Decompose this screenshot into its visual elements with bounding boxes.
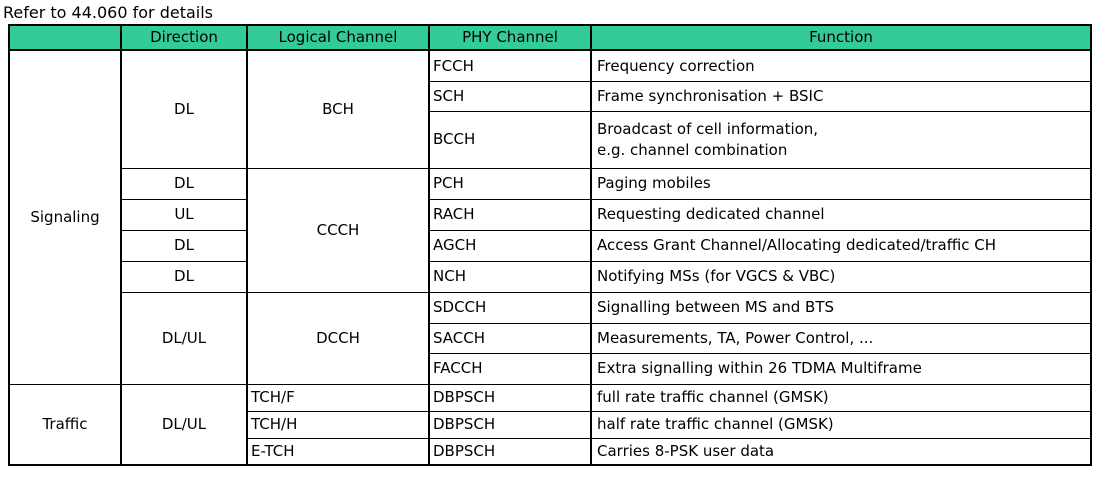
logical-channel-cell: CCCH: [246, 167, 430, 293]
function-cell: Requesting dedicated channel: [590, 198, 1092, 231]
function-cell: Notifying MSs (for VGCS & VBC): [590, 260, 1092, 293]
phy-channel-cell: DBPSCH: [428, 410, 592, 439]
direction-cell: DL/UL: [120, 291, 248, 385]
table-row: DL/UL DCCH SDCCH Signalling between MS a…: [9, 291, 1092, 385]
function-cell: Measurements, TA, Power Control, ...: [590, 322, 1092, 354]
direction-cell: DL/UL: [120, 383, 248, 466]
phy-channel-cell: NCH: [428, 260, 592, 293]
logical-channel-cell: TCH/F: [246, 383, 430, 412]
table-row: Signaling DL BCH FCCH Frequency correcti…: [8, 49, 1092, 385]
phy-channel-cell: FCCH: [428, 49, 592, 82]
phy-channel-cell: PCH: [428, 167, 592, 200]
phy-channel-cell: SDCCH: [428, 291, 592, 324]
function-cell: half rate traffic channel (GMSK): [590, 410, 1092, 439]
table-row: DL CCCH PCH Paging mobiles: [9, 167, 1092, 293]
function-cell: Access Grant Channel/Allocating dedicate…: [590, 229, 1092, 262]
channel-table: Direction Logical Channel PHY Channel Fu…: [8, 24, 1092, 466]
note-text: Refer to 44.060 for details: [3, 3, 213, 22]
phy-channel-cell: DBPSCH: [428, 383, 592, 412]
table-row: FACCH Extra signalling within 26 TDMA Mu…: [9, 352, 1092, 385]
direction-cell: DL: [120, 260, 248, 293]
direction-cell: DL: [120, 49, 248, 169]
table-row: E-TCH DBPSCH Carries 8-PSK user data: [9, 437, 1092, 466]
logical-channel-cell: DCCH: [246, 291, 430, 385]
direction-cell: UL: [120, 198, 248, 231]
phy-channel-cell: BCCH: [428, 110, 592, 169]
function-cell: Signalling between MS and BTS: [590, 291, 1092, 324]
direction-cell: DL: [120, 167, 248, 200]
category-cell-signaling: Signaling: [8, 49, 122, 385]
logical-channel-cell: E-TCH: [246, 437, 430, 466]
function-cell: Frame synchronisation + BSIC: [590, 80, 1092, 112]
function-cell: Paging mobiles: [590, 167, 1092, 200]
table-row: BCCH Broadcast of cell information, e.g.…: [9, 110, 1092, 169]
phy-channel-cell: RACH: [428, 198, 592, 231]
table-row: SCH Frame synchronisation + BSIC: [9, 80, 1092, 112]
phy-channel-cell: DBPSCH: [428, 437, 592, 466]
function-cell: Carries 8-PSK user data: [590, 437, 1092, 466]
table-row: DL AGCH Access Grant Channel/Allocating …: [9, 229, 1092, 262]
header-category: [8, 24, 122, 51]
table-row: TCH/H DBPSCH half rate traffic channel (…: [9, 410, 1092, 439]
table-row: UL RACH Requesting dedicated channel: [9, 198, 1092, 231]
function-cell: Extra signalling within 26 TDMA Multifra…: [590, 352, 1092, 385]
table-header-row: Direction Logical Channel PHY Channel Fu…: [8, 24, 1092, 51]
header-function: Function: [590, 24, 1092, 51]
header-direction: Direction: [120, 24, 248, 51]
logical-channel-cell: TCH/H: [246, 410, 430, 439]
function-cell: Frequency correction: [590, 49, 1092, 82]
phy-channel-cell: SACCH: [428, 322, 592, 354]
direction-cell: DL: [120, 229, 248, 262]
logical-channel-cell: BCH: [246, 49, 430, 169]
table-row: DL NCH Notifying MSs (for VGCS & VBC): [9, 260, 1092, 293]
phy-channel-cell: AGCH: [428, 229, 592, 262]
function-cell: Broadcast of cell information, e.g. chan…: [590, 110, 1092, 169]
header-phy-channel: PHY Channel: [428, 24, 592, 51]
table-row: Traffic DL/UL TCH/F DBPSCH full rate tra…: [8, 383, 1092, 466]
phy-channel-cell: SCH: [428, 80, 592, 112]
table-row: SACCH Measurements, TA, Power Control, .…: [9, 322, 1092, 354]
function-cell: full rate traffic channel (GMSK): [590, 383, 1092, 412]
phy-channel-cell: FACCH: [428, 352, 592, 385]
category-cell-traffic: Traffic: [8, 383, 122, 466]
header-logical-channel: Logical Channel: [246, 24, 430, 51]
